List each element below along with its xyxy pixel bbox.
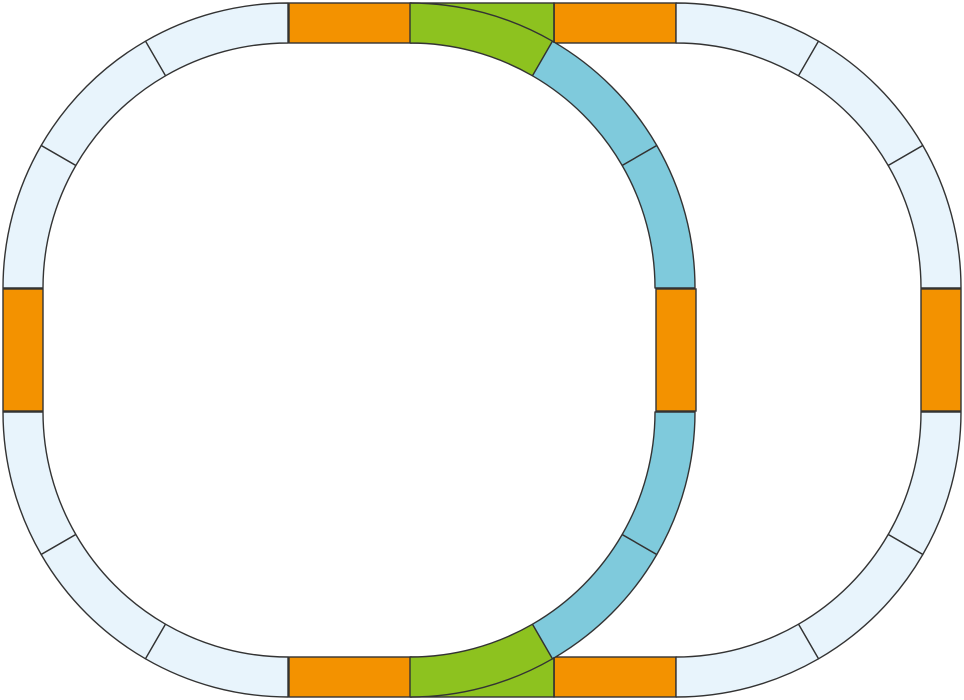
curve-track-bottom-right-2 — [797, 533, 924, 660]
straight-track-top-left — [288, 2, 412, 44]
switch-branch-top — [409, 2, 554, 77]
straight-track-middle — [655, 288, 697, 412]
curve-track-top-left-3 — [2, 144, 77, 289]
inner-curve-track-top-2 — [621, 144, 696, 289]
curve-track-top-right-1 — [675, 2, 820, 77]
inner-curve-track-bottom-1 — [531, 533, 658, 660]
curve-track-top-left-2 — [40, 40, 167, 167]
inner-curve-track-bottom-2 — [621, 411, 696, 556]
straight-track-bottom-right — [553, 656, 677, 698]
curve-track-bottom-left-1 — [2, 411, 77, 556]
straight-track-top-right — [553, 2, 677, 44]
curve-track-bottom-right-1 — [887, 411, 962, 556]
straight-track-bottom-left — [288, 656, 412, 698]
inner-curve-track-top-1 — [531, 40, 658, 167]
curve-track-bottom-right-3 — [675, 623, 820, 698]
straight-track-right — [920, 288, 962, 412]
curve-track-top-right-2 — [797, 40, 924, 167]
curve-track-top-left-1 — [144, 2, 289, 77]
curve-track-bottom-left-2 — [40, 533, 167, 660]
curve-track-top-right-3 — [887, 144, 962, 289]
curve-track-bottom-left-3 — [144, 623, 289, 698]
straight-track-left — [2, 288, 44, 412]
